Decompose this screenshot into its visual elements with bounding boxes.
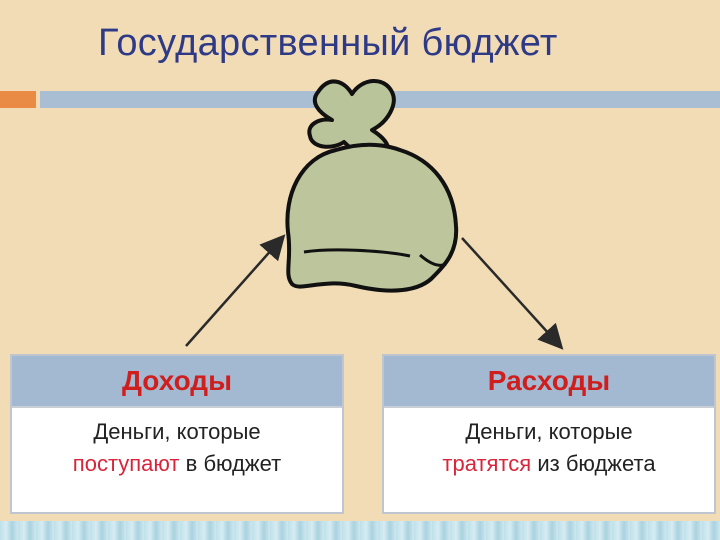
income-line-2-rest: в бюджет (185, 451, 282, 476)
income-line-2: поступают в бюджет (12, 448, 342, 480)
income-description: Деньги, которые поступают в бюджет (12, 408, 342, 480)
expenses-heading: Расходы (384, 356, 714, 408)
page-title: Государственный бюджет (98, 22, 558, 64)
title-rule-accent (0, 91, 36, 108)
money-bag-icon (285, 79, 459, 293)
expenses-box: Расходы Деньги, которые тратятся из бюдж… (382, 354, 716, 514)
expenses-line-1: Деньги, которые (465, 419, 633, 444)
income-highlight: поступают (72, 451, 180, 476)
expenses-line-2-rest: из бюджета (537, 451, 656, 476)
expenses-description: Деньги, которые тратятся из бюджета (384, 408, 714, 480)
arrow-from-bag-icon (461, 237, 564, 350)
decorative-bottom-strip (0, 521, 720, 540)
arrow-to-bag-icon (185, 234, 286, 347)
expenses-line-2: тратятся из бюджета (384, 448, 714, 480)
income-box: Доходы Деньги, которые поступают в бюдже… (10, 354, 344, 514)
income-heading: Доходы (12, 356, 342, 408)
income-line-1: Деньги, которые (93, 419, 261, 444)
expenses-highlight: тратятся (442, 451, 532, 476)
